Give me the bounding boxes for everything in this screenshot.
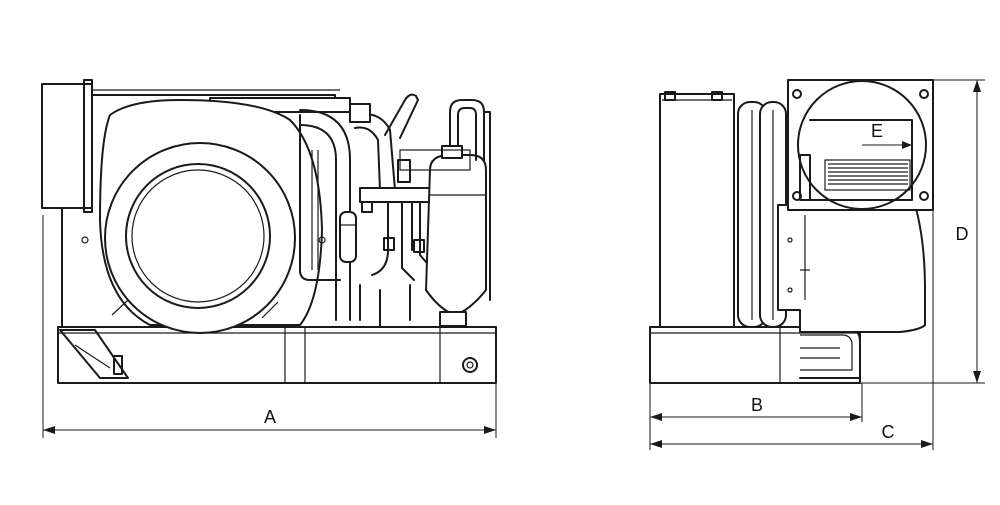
filter-drier [339, 211, 357, 263]
accumulator-cap [441, 145, 463, 159]
dim-d-label: D [956, 224, 969, 244]
service-valve [349, 103, 371, 123]
outlet-louvres [824, 159, 911, 191]
dim-a-label: A [264, 407, 276, 427]
front-bracket [59, 329, 129, 379]
side-housing [777, 204, 926, 333]
front-base-tray [57, 326, 497, 384]
side-view [649, 79, 934, 384]
front-view [41, 79, 497, 384]
side-base [649, 326, 861, 384]
dim-e-label: E [871, 121, 883, 141]
dim-b-label: B [751, 395, 763, 415]
blower-wheel-inner [125, 163, 271, 309]
blower-wheel-outer [104, 142, 296, 334]
front-drain-fitting [462, 357, 478, 373]
accumulator-tank [425, 154, 487, 316]
dimensions: A B C D E [42, 79, 985, 450]
dim-c-label: C [882, 422, 895, 442]
condenser-coil [659, 93, 735, 328]
